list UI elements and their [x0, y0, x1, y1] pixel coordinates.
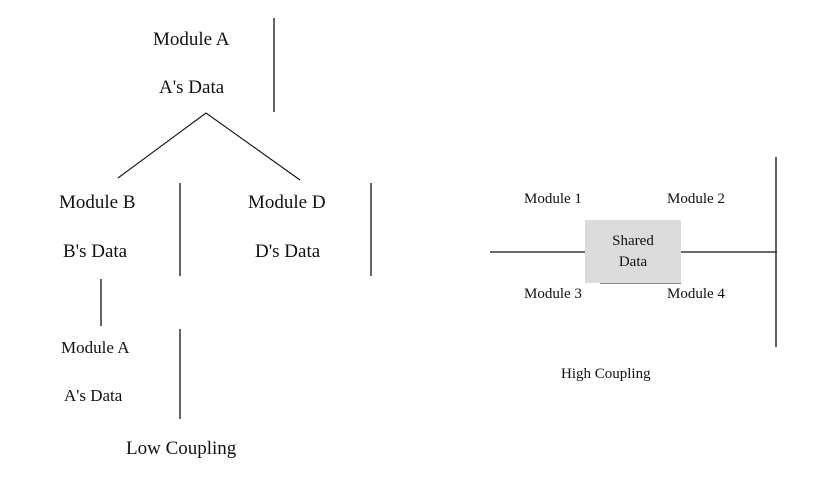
right-module-label: Module D: [248, 192, 326, 213]
module-2-label: Module 2: [667, 191, 725, 207]
shared-data-box: Shared Data: [585, 220, 681, 283]
left-data-label: B's Data: [63, 241, 128, 262]
tree-branch-left: [117, 112, 207, 179]
module-4-label: Module 4: [667, 286, 725, 302]
shared-data-line1: Shared: [612, 233, 654, 250]
module-3-label: Module 3: [524, 286, 582, 302]
left-module-label: Module B: [59, 192, 136, 213]
module-1-label: Module 1: [524, 191, 582, 207]
top-data-label: A's Data: [159, 77, 225, 98]
bottom-data-label: A's Data: [64, 386, 123, 405]
bottom-module-label: Module A: [61, 338, 130, 357]
low-coupling-caption: Low Coupling: [126, 438, 237, 459]
tree-branch-right: [205, 112, 301, 181]
right-data-label: D's Data: [255, 241, 321, 262]
high-coupling-caption: High Coupling: [561, 366, 651, 382]
top-module-label: Module A: [153, 29, 230, 50]
shared-data-line2: Data: [618, 253, 648, 270]
